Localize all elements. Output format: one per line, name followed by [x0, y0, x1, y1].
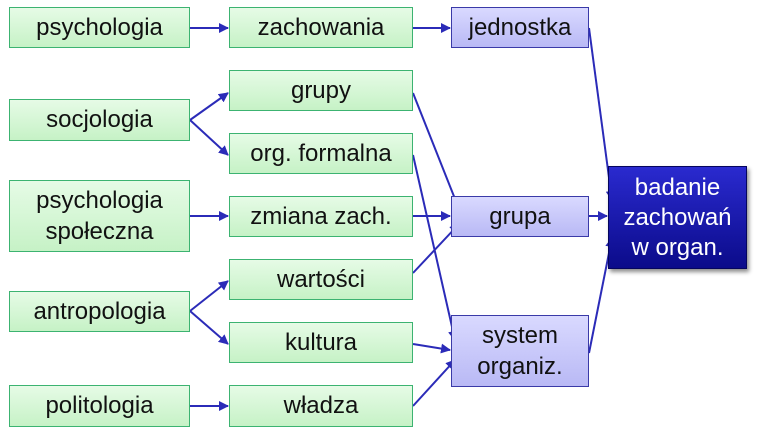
node-antropologia: antropologia: [9, 291, 190, 332]
node-politologia-label: politologia: [45, 392, 154, 420]
node-wartosci: wartości: [229, 259, 413, 300]
node-system-organiz: system organiz.: [451, 315, 589, 387]
node-badanie-zachowan: badanie zachowań w organ.: [608, 166, 747, 269]
node-psychologia: psychologia: [9, 7, 190, 48]
node-org-formalna: org. formalna: [229, 133, 413, 174]
node-org-formalna-label: org. formalna: [250, 139, 392, 167]
arrow-kultura-system: [412, 343, 451, 354]
node-system-organiz-line2: organiz.: [477, 353, 563, 380]
node-antropologia-label: antropologia: [33, 297, 166, 325]
arrow-socjologia-grupy: [189, 92, 229, 121]
node-target-line1: badanie: [634, 173, 721, 201]
node-wladza: władza: [229, 385, 413, 427]
node-psychologia-spoleczna-line1: psychologia: [36, 186, 163, 214]
arrow-grupy-grupa: [412, 92, 461, 210]
node-jednostka: jednostka: [451, 7, 589, 48]
node-kultura: kultura: [229, 322, 413, 363]
node-grupa-label: grupa: [489, 202, 551, 230]
node-grupy: grupy: [229, 70, 413, 111]
arrow-wladza-system: [412, 359, 456, 407]
node-psychologia-spoleczna-line2: społeczna: [45, 218, 154, 245]
node-zachowania: zachowania: [229, 7, 413, 48]
node-zmiana-zach: zmiana zach.: [229, 196, 413, 237]
arrow-org-formalna-system: [412, 154, 458, 341]
arrow-socjologia-org-formalna: [189, 119, 229, 156]
node-politologia: politologia: [9, 385, 190, 427]
node-target-line3: w organ.: [631, 233, 724, 261]
node-zmiana-zach-label: zmiana zach.: [250, 202, 392, 230]
node-socjologia: socjologia: [9, 99, 190, 141]
arrow-antropologia-wartosci: [189, 280, 229, 312]
node-psychologia-spoleczna: psychologia społeczna: [9, 180, 190, 252]
node-grupa: grupa: [451, 196, 589, 237]
arrow-antropologia-kultura: [189, 310, 229, 345]
node-zachowania-label: zachowania: [257, 13, 385, 41]
node-target-line2: zachowań: [623, 203, 732, 231]
node-wartosci-label: wartości: [276, 265, 366, 293]
node-psychologia-label: psychologia: [36, 13, 163, 41]
node-grupy-label: grupy: [290, 76, 352, 104]
node-jednostka-label: jednostka: [468, 13, 572, 41]
node-wladza-label: władza: [283, 392, 359, 420]
node-socjologia-label: socjologia: [46, 106, 153, 134]
node-system-organiz-line1: system: [481, 321, 558, 349]
node-kultura-label: kultura: [284, 328, 358, 356]
